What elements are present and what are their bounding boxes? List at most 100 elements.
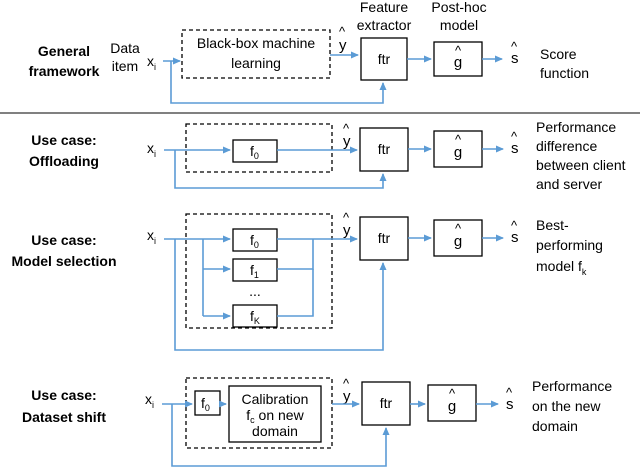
model-desc-line1: Best- xyxy=(536,217,569,233)
offloading-yhat: y xyxy=(343,133,351,150)
offloading-x: x xyxy=(147,140,154,156)
model-f0: f xyxy=(250,232,254,248)
general-g-label: g xyxy=(454,54,462,71)
general-x-sub: i xyxy=(154,62,156,72)
offloading-ftr-label: ftr xyxy=(378,141,391,157)
dataset-f0-sub: 0 xyxy=(205,403,210,413)
blackbox-label-line1: Black-box machine xyxy=(197,35,315,51)
model-selection-title-line1: Use case: xyxy=(31,232,96,248)
offloading-x-label: xi xyxy=(147,140,156,159)
model-fK-label: fK xyxy=(250,308,260,326)
blackbox-dashed-box xyxy=(181,29,331,79)
general-g-box xyxy=(433,41,483,77)
general-title-line2: framework xyxy=(29,63,100,79)
offloading-f0-box xyxy=(232,139,278,163)
general-x-label: xi xyxy=(147,53,156,72)
offloading-f0-sub: 0 xyxy=(254,151,259,161)
offloading-desc-line1: Performance xyxy=(536,119,616,135)
dataset-desc-line3: domain xyxy=(532,418,578,434)
model-yhat: y xyxy=(343,222,351,239)
model-selection-x-sub: i xyxy=(154,236,156,246)
model-ftr-box xyxy=(359,216,409,261)
model-desc-text: model f xyxy=(536,258,582,274)
model-fK-sub: K xyxy=(254,316,260,326)
feature-extractor-label-line2: extractor xyxy=(357,17,412,33)
model-f0-box xyxy=(232,228,278,252)
model-s-label: s xyxy=(511,229,519,246)
dataset-shift-title-line1: Use case: xyxy=(31,387,96,403)
offloading-s-label: s xyxy=(511,140,519,157)
general-s-label: s xyxy=(511,50,519,67)
general-title-line1: General xyxy=(38,43,90,59)
general-arrow-bypass xyxy=(170,61,387,104)
model-selection-x-label: xi xyxy=(147,227,156,246)
dataset-yhat-hat: ^ xyxy=(343,376,350,391)
posthoc-model-label-line2: model xyxy=(440,17,478,33)
offloading-f0: f xyxy=(250,143,254,159)
dataset-s-label: s xyxy=(506,396,514,413)
dataset-shift-x: x xyxy=(145,391,152,407)
offloading-ftr-box xyxy=(359,127,409,172)
model-f0-label: f0 xyxy=(250,232,259,250)
general-framework-section: General framework Data item xi Black-box… xyxy=(29,0,589,104)
model-arrow-bypass xyxy=(174,239,387,351)
posthoc-model-label-line1: Post-hoc xyxy=(431,0,486,15)
model-yhat-hat: ^ xyxy=(343,210,350,225)
calibration-f: f xyxy=(246,407,250,423)
calibration-label-line2: fc on new xyxy=(246,407,304,425)
general-ftr-label: ftr xyxy=(378,51,391,67)
dataset-shift-x-label: xi xyxy=(145,391,154,410)
dataset-shift-dashed-box xyxy=(185,377,333,449)
dataset-f0: f xyxy=(201,395,205,411)
model-f1-sub: 1 xyxy=(254,270,259,280)
feature-extractor-label-line1: Feature xyxy=(360,0,408,15)
dataset-ftr-box xyxy=(361,381,411,426)
offloading-dashed-box xyxy=(185,123,333,173)
dataset-g-label: g xyxy=(448,398,456,415)
dataset-desc-line1: Performance xyxy=(532,378,612,394)
offloading-arrow-bypass xyxy=(174,150,387,189)
model-merge-f1 xyxy=(277,239,314,270)
offloading-x-sub: i xyxy=(154,149,156,159)
data-item-label-line1: Data xyxy=(110,40,140,56)
offloading-section: Use case: Offloading xi f0 ^ y ftr ^ g ^… xyxy=(29,119,626,192)
calibration-label-line3: domain xyxy=(252,423,298,439)
score-function-label-line2: function xyxy=(540,65,589,81)
offloading-g-label: g xyxy=(454,144,462,161)
calibration-on-new: on new xyxy=(255,407,305,423)
offloading-yhat-hat: ^ xyxy=(343,121,350,136)
model-f1: f xyxy=(250,262,254,278)
dataset-yhat: y xyxy=(343,388,351,405)
offloading-f0-label: f0 xyxy=(250,143,259,161)
dataset-shift-title-line2: Dataset shift xyxy=(22,409,106,425)
offloading-s-hat: ^ xyxy=(511,129,518,144)
model-dots: ... xyxy=(249,283,261,299)
calibration-box xyxy=(228,385,322,443)
calibration-f-sub: c xyxy=(250,415,255,425)
dataset-g-box xyxy=(427,384,477,422)
model-selection-section: Use case: Model selection xi f0 f1 ... f… xyxy=(11,210,603,351)
dataset-ftr-label: ftr xyxy=(380,395,393,411)
model-g-label: g xyxy=(454,233,462,250)
general-x: x xyxy=(147,53,154,69)
blackbox-label-line2: learning xyxy=(231,55,281,71)
dataset-shift-x-sub: i xyxy=(152,400,154,410)
model-desc-line2: performing xyxy=(536,237,603,253)
dataset-desc-line2: on the new xyxy=(532,398,601,414)
offloading-desc-line4: and server xyxy=(536,176,602,192)
model-desc-line3: model fk xyxy=(536,258,587,277)
model-selection-dashed-box xyxy=(185,213,333,329)
calibration-label-line1: Calibration xyxy=(242,391,309,407)
dataset-arrow-bypass xyxy=(171,404,390,467)
model-ftr-label: ftr xyxy=(378,230,391,246)
model-s-hat: ^ xyxy=(511,218,518,233)
offloading-desc-line3: between client xyxy=(536,157,626,173)
offloading-desc-line2: difference xyxy=(536,138,597,154)
general-s-hat: ^ xyxy=(511,39,518,54)
dataset-g-hat: ^ xyxy=(449,386,456,401)
general-yhat: y xyxy=(339,37,347,54)
model-f1-box xyxy=(232,258,278,282)
model-f1-label: f1 xyxy=(250,262,259,280)
